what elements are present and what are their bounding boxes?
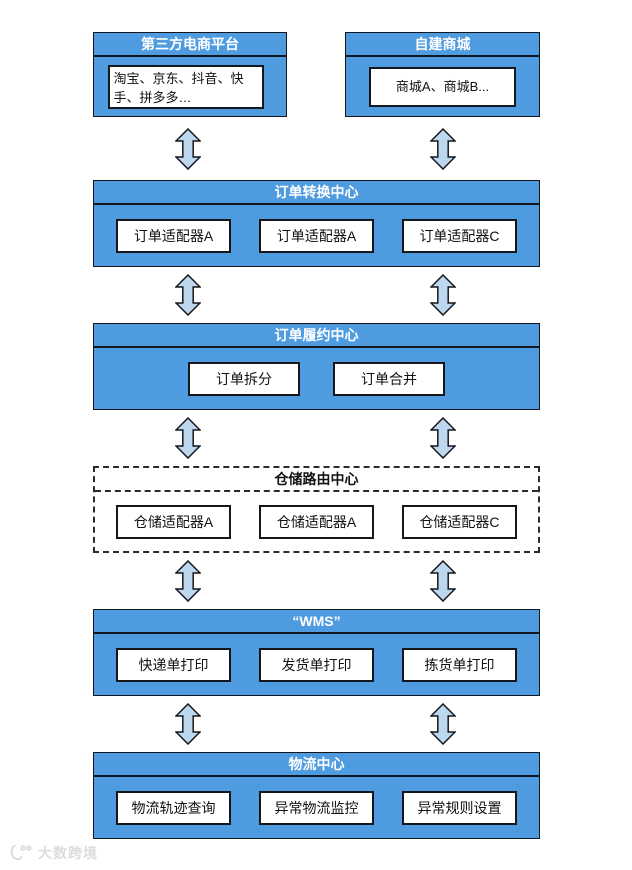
section-order-fulfillment-center: 订单履约中心 订单拆分 订单合并 bbox=[93, 323, 540, 410]
double-arrow-icon bbox=[175, 560, 201, 602]
double-arrow-icon bbox=[430, 274, 456, 316]
watermark: 大数跨境 bbox=[8, 843, 98, 863]
double-arrow-icon bbox=[430, 127, 456, 170]
section-title: 订单转换中心 bbox=[94, 181, 539, 205]
section-title: “WMS” bbox=[94, 610, 539, 634]
connector-gap bbox=[93, 117, 540, 180]
node-warehouse-adapter-a2: 仓储适配器A bbox=[259, 504, 374, 539]
node-warehouse-adapter-c: 仓储适配器C bbox=[402, 504, 517, 539]
double-arrow-icon bbox=[175, 274, 201, 316]
node-shipping-order-print: 发货单打印 bbox=[259, 647, 374, 682]
node-express-label-print: 快递单打印 bbox=[116, 647, 231, 682]
self-built-mall-box: 自建商城 商城A、商城B... bbox=[345, 32, 540, 117]
double-arrow-icon bbox=[175, 127, 201, 170]
self-built-mall-title: 自建商城 bbox=[346, 33, 539, 57]
node-warehouse-adapter-a1: 仓储适配器A bbox=[116, 504, 231, 539]
connector-gap bbox=[93, 410, 540, 466]
third-party-platform-title: 第三方电商平台 bbox=[94, 33, 286, 57]
double-arrow-icon bbox=[430, 560, 456, 602]
connector-gap bbox=[93, 696, 540, 752]
node-abnormal-rule-settings: 异常规则设置 bbox=[402, 790, 517, 825]
mall-list-node: 商城A、商城B... bbox=[369, 66, 516, 107]
node-order-adapter-a2: 订单适配器A bbox=[259, 218, 374, 253]
double-arrow-icon bbox=[430, 417, 456, 459]
section-title: 仓储路由中心 bbox=[95, 468, 538, 492]
node-order-merge: 订单合并 bbox=[333, 361, 445, 396]
node-order-adapter-a1: 订单适配器A bbox=[116, 218, 231, 253]
double-arrow-icon bbox=[430, 703, 456, 745]
watermark-logo-icon bbox=[8, 844, 34, 862]
node-logistics-track-query: 物流轨迹查询 bbox=[116, 790, 231, 825]
section-order-conversion-center: 订单转换中心 订单适配器A 订单适配器A 订单适配器C bbox=[93, 180, 540, 267]
architecture-diagram: 第三方电商平台 淘宝、京东、抖音、快手、拼多多… 自建商城 商城A、商城B...… bbox=[93, 32, 540, 839]
platform-list-node: 淘宝、京东、抖音、快手、拼多多… bbox=[107, 64, 264, 109]
section-wms: “WMS” 快递单打印 发货单打印 拣货单打印 bbox=[93, 609, 540, 696]
third-party-platform-box: 第三方电商平台 淘宝、京东、抖音、快手、拼多多… bbox=[93, 32, 287, 117]
node-order-split: 订单拆分 bbox=[188, 361, 300, 396]
node-order-adapter-c: 订单适配器C bbox=[402, 218, 517, 253]
node-abnormal-logistics-monitor: 异常物流监控 bbox=[259, 790, 374, 825]
node-picking-list-print: 拣货单打印 bbox=[402, 647, 517, 682]
watermark-text: 大数跨境 bbox=[38, 845, 98, 861]
section-logistics-center: 物流中心 物流轨迹查询 异常物流监控 异常规则设置 bbox=[93, 752, 540, 839]
double-arrow-icon bbox=[175, 703, 201, 745]
source-platforms-row: 第三方电商平台 淘宝、京东、抖音、快手、拼多多… 自建商城 商城A、商城B... bbox=[93, 32, 540, 117]
section-title: 物流中心 bbox=[94, 753, 539, 777]
connector-gap bbox=[93, 267, 540, 323]
connector-gap bbox=[93, 553, 540, 609]
section-warehouse-routing-center: 仓储路由中心 仓储适配器A 仓储适配器A 仓储适配器C bbox=[93, 466, 540, 553]
section-title: 订单履约中心 bbox=[94, 324, 539, 348]
double-arrow-icon bbox=[175, 417, 201, 459]
